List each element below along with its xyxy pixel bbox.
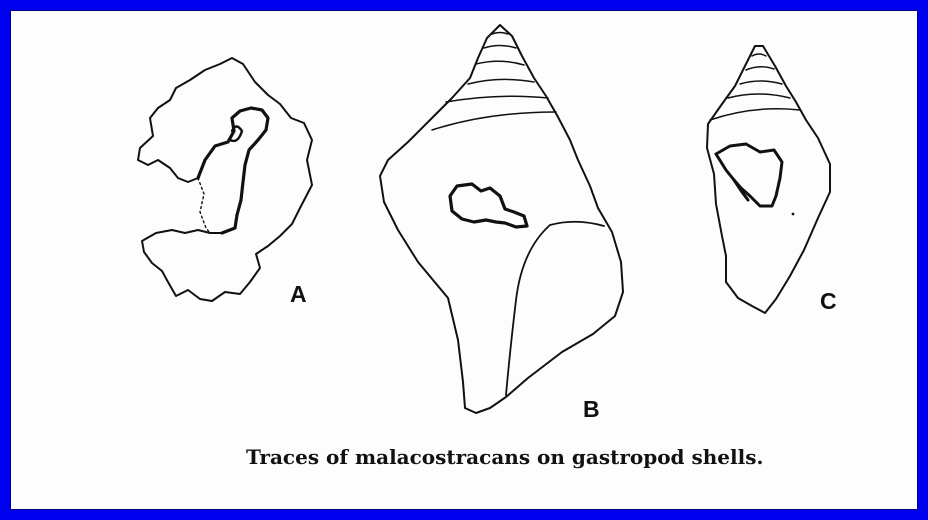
shell-b-drawing [380, 25, 623, 413]
shell-c-drawing [707, 46, 830, 313]
label-c: C [820, 288, 837, 315]
shell-a-drawing [138, 58, 312, 301]
label-b: B [583, 396, 600, 423]
label-a: A [290, 281, 307, 308]
figure-caption: Traces of malacostracans on gastropod sh… [246, 445, 763, 469]
